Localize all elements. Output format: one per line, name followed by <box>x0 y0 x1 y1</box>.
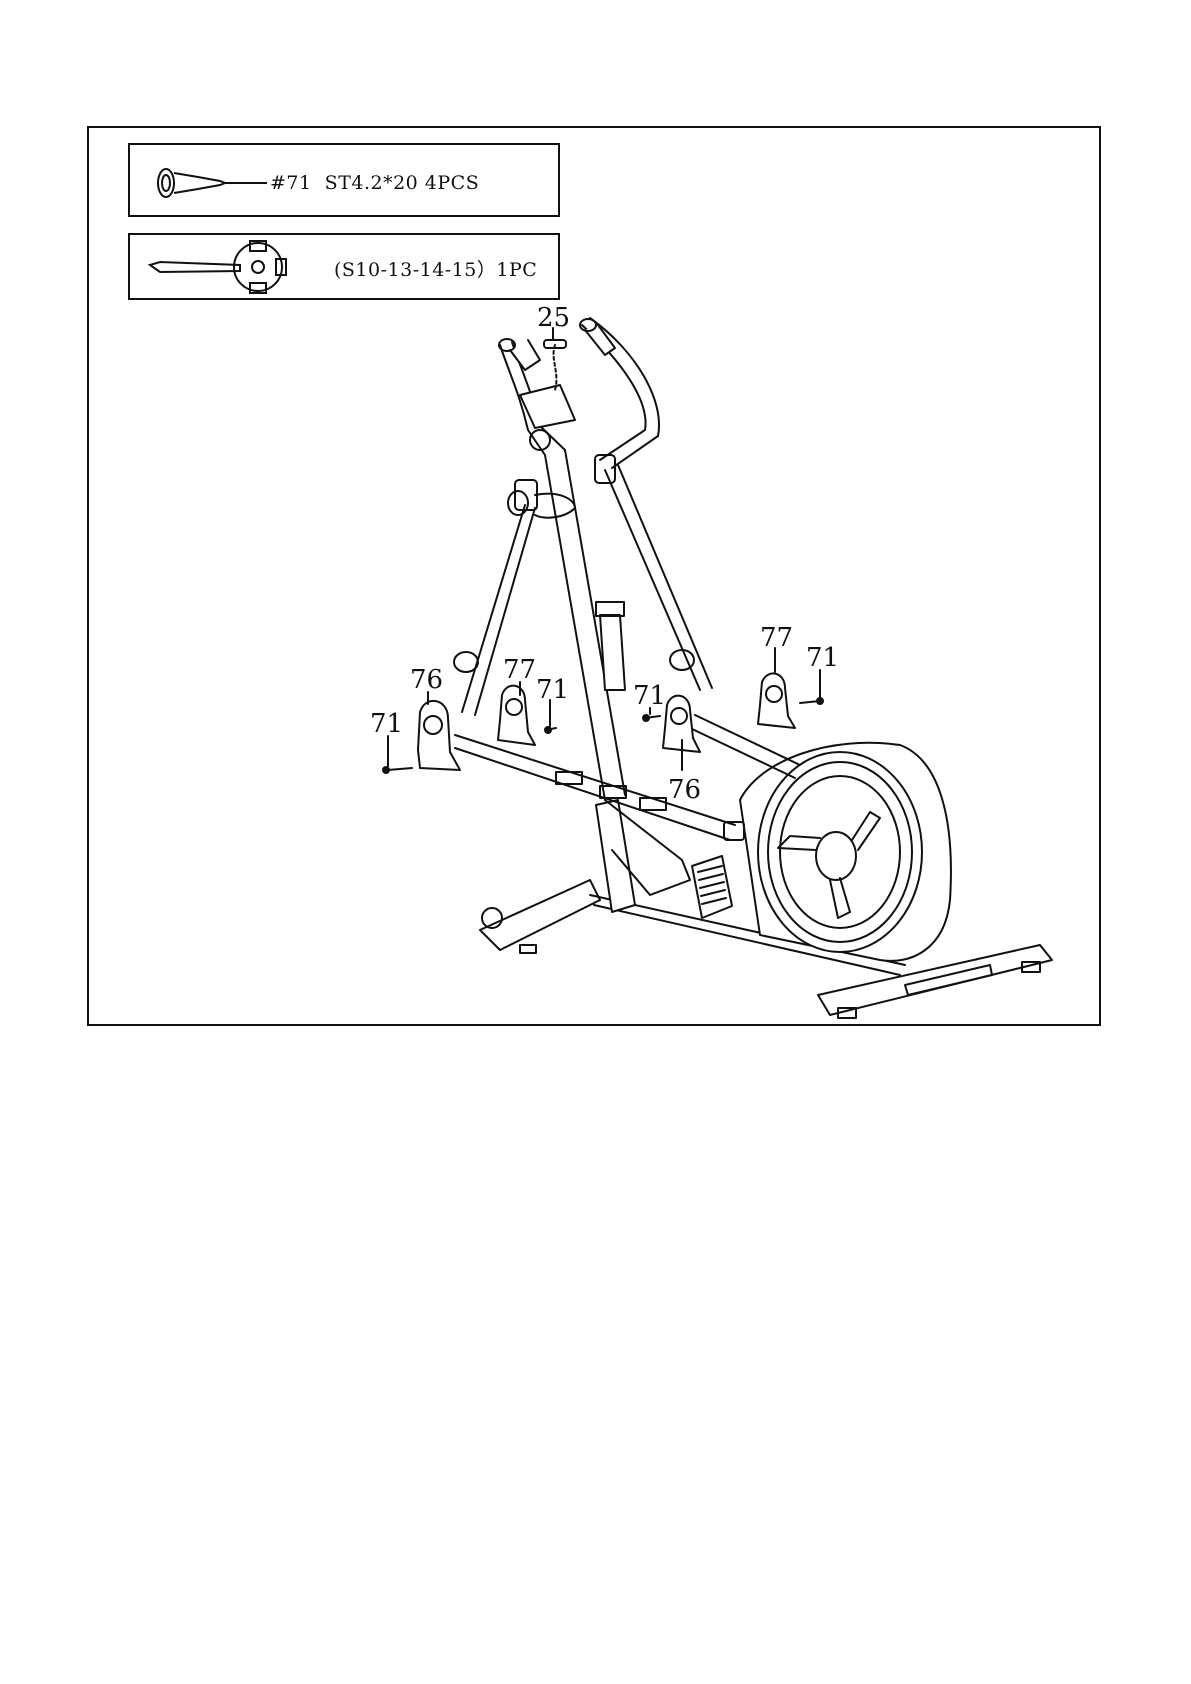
callout-77-right: 77 <box>760 623 793 653</box>
callout-25: 25 <box>537 303 570 333</box>
callout-77-left: 77 <box>503 655 536 685</box>
callout-76-right: 76 <box>668 775 701 805</box>
callout-71-center: 71 <box>633 681 666 711</box>
callout-71-right: 71 <box>806 643 839 673</box>
callout-76-left: 76 <box>410 665 443 695</box>
callout-71-left-outer: 71 <box>370 709 403 739</box>
callout-71-left-inner: 71 <box>536 675 569 705</box>
